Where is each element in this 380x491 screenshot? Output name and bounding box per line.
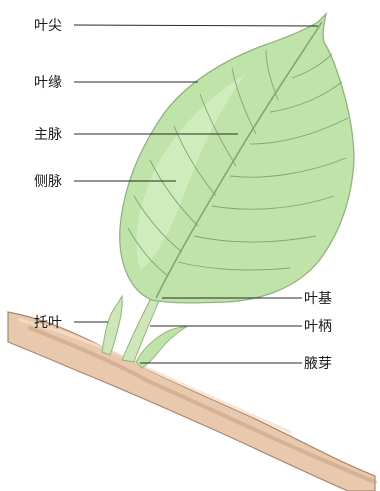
label-lateral-vein: 侧脉 <box>34 174 62 190</box>
label-axillary-bud: 腋芽 <box>304 356 332 372</box>
branch <box>8 312 375 491</box>
label-leaf-margin: 叶缘 <box>34 75 62 91</box>
leader-line-leaf-tip <box>74 25 318 26</box>
label-leaf-tip: 叶尖 <box>34 18 62 34</box>
stipule <box>102 296 122 355</box>
label-leaf-base: 叶基 <box>304 290 332 307</box>
label-stipule: 托叶 <box>34 315 62 331</box>
leaf-blade <box>120 14 354 303</box>
label-midrib: 主脉 <box>34 127 62 143</box>
leaf-body <box>120 14 354 303</box>
branch-shadow <box>30 328 375 482</box>
label-petiole: 叶柄 <box>304 319 332 335</box>
